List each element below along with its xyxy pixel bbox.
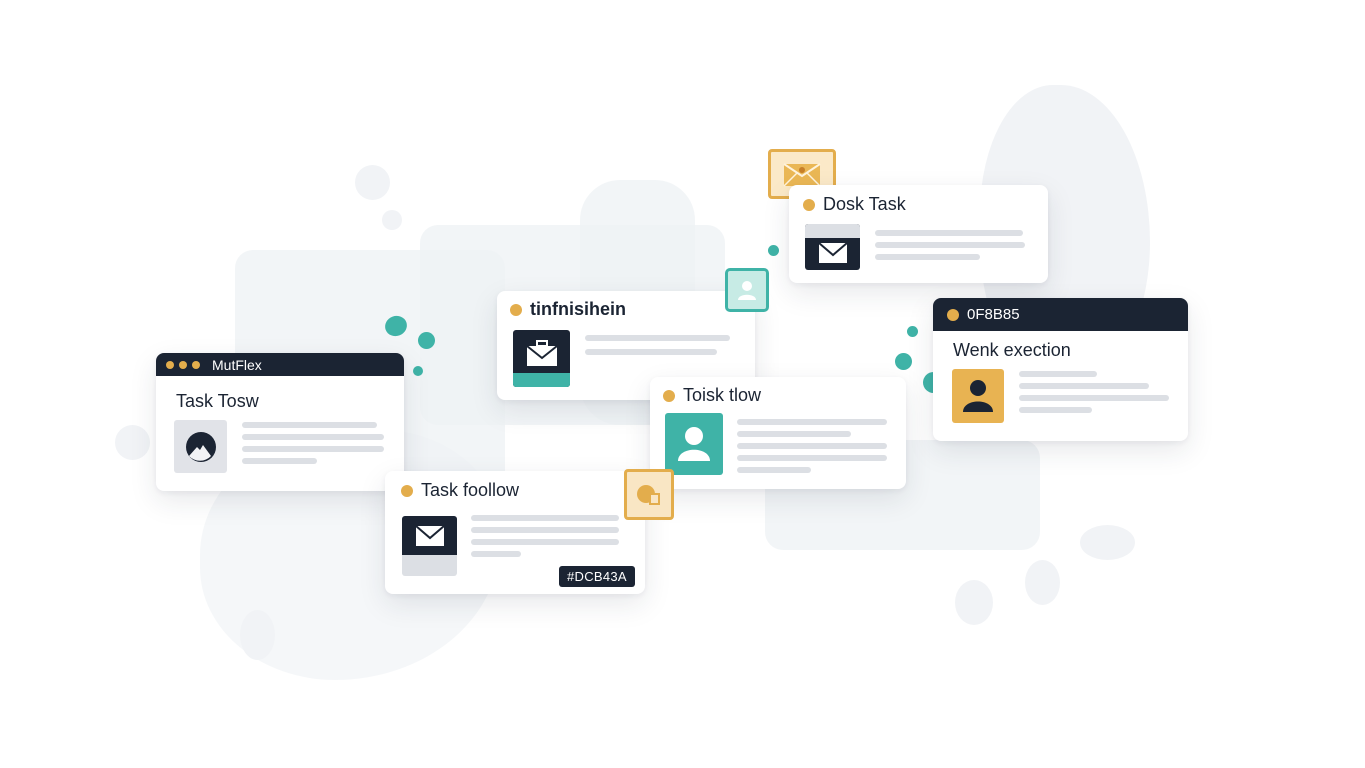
text-lines	[875, 230, 1025, 266]
bg-blob	[382, 210, 402, 230]
bg-blob	[240, 610, 275, 660]
color-code-tag: #DCB43A	[559, 566, 635, 587]
window-dot-icon	[179, 360, 187, 369]
briefcase-thumbnail	[513, 330, 570, 387]
text-lines	[471, 515, 619, 563]
person-icon	[678, 427, 710, 461]
connector-dot	[895, 353, 912, 370]
status-dot	[803, 198, 815, 211]
status-dot	[510, 303, 522, 316]
connector-dot	[413, 366, 423, 376]
avatar-icon	[185, 431, 216, 462]
avatar-thumbnail	[174, 420, 227, 473]
bg-blob	[1080, 525, 1135, 560]
bg-blob	[1025, 560, 1060, 605]
connector-dot	[768, 245, 779, 256]
card-title-text: Dosk Task	[823, 194, 906, 214]
mail-thumbnail	[402, 516, 457, 576]
status-dot	[401, 484, 413, 497]
person-icon	[738, 281, 756, 300]
text-lines	[585, 335, 730, 361]
status-dot	[947, 308, 959, 321]
bg-blob	[355, 165, 390, 200]
connector-dot	[907, 326, 918, 337]
card-title-text: tinfnisihein	[530, 299, 626, 319]
briefcase-mail-icon	[525, 339, 558, 366]
person-icon	[963, 380, 993, 412]
header-code: 0F8B85	[967, 306, 1020, 323]
card-title: Toisk tlow	[663, 385, 761, 406]
document-badge-icon[interactable]	[624, 469, 674, 520]
card-title: tinfnisihein	[510, 299, 626, 320]
card-title: Task foollow	[401, 480, 519, 501]
envelope-icon	[783, 163, 821, 187]
card-title: Task Tosw	[176, 391, 259, 411]
mail-icon	[414, 525, 445, 546]
connector-dot	[418, 332, 435, 349]
mail-icon	[817, 242, 848, 263]
person-thumbnail	[665, 413, 723, 475]
window-dot-icon	[166, 360, 174, 369]
task-card-task-follow[interactable]: Task foollow #DCB43A	[385, 471, 645, 594]
text-lines	[1019, 371, 1169, 419]
gray-band	[805, 224, 860, 238]
user-badge-icon[interactable]	[725, 268, 769, 312]
card-header: MutFlex	[156, 353, 404, 376]
mail-thumbnail	[805, 224, 860, 270]
card-title: Dosk Task	[803, 194, 906, 215]
card-header: 0F8B85	[933, 298, 1188, 331]
bg-blob	[115, 425, 150, 460]
app-name: MutFlex	[212, 356, 262, 373]
window-dot-icon	[192, 360, 200, 369]
card-title-text: Toisk tlow	[683, 385, 762, 405]
teal-band	[513, 373, 570, 387]
task-card-desk-task[interactable]: Dosk Task	[789, 185, 1048, 283]
shape-icon	[637, 484, 660, 505]
task-card-task-flow[interactable]: Toisk tlow	[650, 377, 906, 489]
task-card-work-execution[interactable]: 0F8B85 Wenk exection	[933, 298, 1188, 441]
text-lines	[242, 422, 384, 470]
card-title: Wenk exection	[953, 340, 1071, 360]
task-card-mutflex[interactable]: MutFlex Task Tosw	[156, 353, 404, 491]
bg-blob	[955, 580, 993, 625]
card-title-text: Task foollow	[421, 480, 520, 500]
person-thumbnail	[952, 369, 1004, 423]
status-dot	[663, 389, 675, 402]
text-lines	[737, 419, 887, 479]
